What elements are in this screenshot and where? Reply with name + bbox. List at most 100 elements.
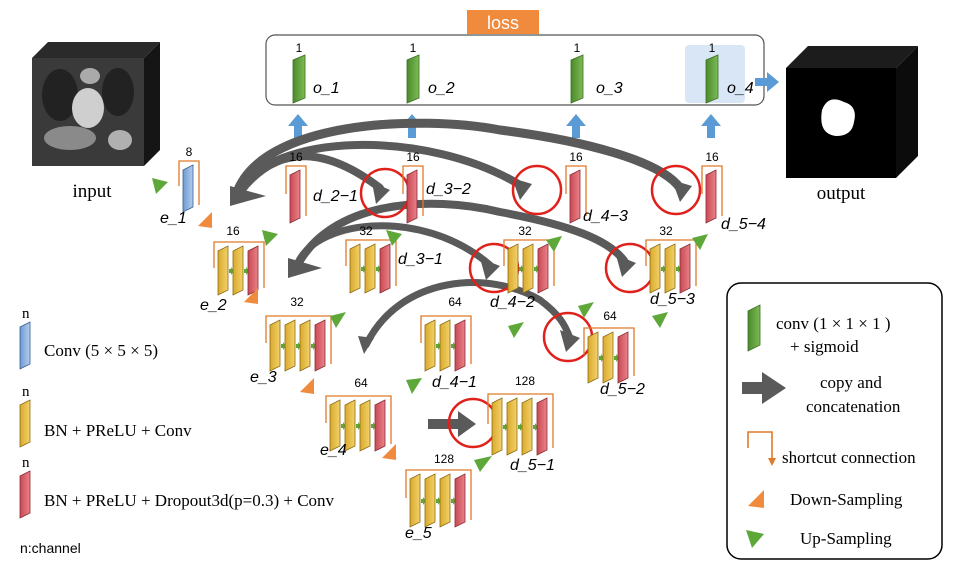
shortcut-connection-d51 [487,393,554,448]
node-labels: 8 e_1 16 e_2 32 e_3 64 e_4 128 e_5 16 d_… [160,145,766,542]
legend-n-1: n [22,306,30,322]
d42-label: d_4−2 [490,294,535,311]
copy-concat-arrows [231,118,685,349]
up-sampling-icon [386,230,402,246]
block-stack-d32 [402,165,424,224]
o1-label: o_1 [313,80,340,97]
d51-channels: 128 [515,374,535,388]
layer-block-e3-3 [314,319,326,372]
layer-block-d52-1 [602,331,614,384]
right-legend: conv (1 × 1 × 1 ) + sigmoid copy and con… [726,282,943,560]
layer-block-e5-1 [424,473,436,528]
flow-arrow-d52-1 [614,354,619,362]
flow-arrow-e4-0 [341,422,346,430]
highlight-d54 [650,164,702,216]
d52-channels: 64 [603,309,617,323]
layer-block-e1-0 [182,164,194,213]
layer-block-e4-0 [329,399,341,452]
block-stack-e2 [213,241,265,296]
layer-block-d42-2 [537,243,549,294]
legend-shortcut-icon [747,431,773,462]
o3-channels: 1 [574,41,581,55]
layer-block-e5-3 [454,473,466,528]
e1-channels: 8 [186,145,193,159]
legend-n-2: n [22,384,30,400]
legend-green-icon [747,304,761,352]
shortcut-connection-d21 [285,165,307,216]
d53-label: d_5−3 [650,291,695,308]
layer-block-d42-1 [522,243,534,294]
output-o1: 1 o_1 [292,41,340,104]
shortcut-connection-d41 [420,315,472,364]
legend-copy-line2: concatenation [806,397,901,416]
block-stack-d41 [420,315,472,372]
output-cube: output [786,46,918,204]
flow-arrow-d42-0 [519,265,524,273]
shortcut-connection-e4 [325,395,392,444]
shortcut-connection-e2 [213,241,265,288]
shortcut-connection-d42 [503,239,555,286]
flow-arrow-e3-1 [296,342,301,350]
d41-channels: 64 [448,295,462,309]
output-label: output [817,183,866,204]
flow-arrow-d51-0 [503,423,508,431]
legend-conv: Conv (5 × 5 × 5) [44,341,158,360]
e1-label: e_1 [160,210,187,227]
d21-channels: 16 [289,150,303,164]
layer-block-e5-2 [439,473,451,528]
shortcut-connection-d54 [701,165,723,216]
loss-label: loss [487,13,519,33]
o3-label: o_3 [596,80,623,97]
d54-label: d_5−4 [721,216,766,233]
block-stack-d53 [645,239,697,294]
down-sampling-icon [244,288,258,304]
down-sampling-icon [198,212,212,228]
block-stack-e3 [265,315,332,372]
d51-label: d_5−1 [510,457,555,474]
layer-block-d51-1 [506,397,518,456]
layer-block-d53-0 [649,243,661,294]
layer-block-e4-3 [374,399,386,452]
legend-conv1-line1: conv (1 × 1 × 1 ) [776,314,891,333]
layer-block-d54-0 [705,169,717,224]
d32-label: d_3−2 [426,181,471,198]
e2-label: e_2 [200,297,227,314]
layer-block-e3-1 [284,319,296,372]
flow-arrow-e4-1 [356,422,361,430]
block-stack-d54 [701,165,723,224]
layer-block-e3-2 [299,319,311,372]
legend-channel-note: n:channel [20,540,81,556]
flow-arrow-d51-2 [533,423,538,431]
output-o2: 1 o_2 [406,41,455,104]
legend-n-3: n [22,455,30,471]
legend-down: Down-Sampling [790,490,903,509]
left-legend: n Conv (5 × 5 × 5) n BN + PReLU + Conv n… [19,306,335,556]
copy-concat-arrowheads [230,178,692,437]
d53-channels: 32 [659,224,673,238]
d43-label: d_4−3 [583,208,628,225]
layer-block-d41-0 [424,319,436,372]
shortcut-connection-e5 [405,469,472,520]
up-sampling-icon [262,230,278,246]
d41-label: d_4−1 [432,374,477,391]
e3-label: e_3 [250,369,277,386]
up-sampling-icon [578,302,594,318]
layer-block-d31-0 [349,243,361,294]
layer-block-d51-3 [536,397,548,456]
layer-block-e5-0 [409,473,421,528]
layer-block-d21-0 [289,169,301,224]
flow-arrow-e3-2 [311,342,316,350]
legend-bn-dropout: BN + PReLU + Dropout3d(p=0.3) + Conv [44,491,335,510]
block-stack-d51 [487,393,554,456]
block-stack-e1 [178,160,200,213]
sampling-markers [152,178,708,472]
layer-block-e2-2 [247,245,259,296]
flow-arrow-d51-1 [518,423,523,431]
right-arrow-output [755,72,779,92]
layer-block-d53-1 [664,243,676,294]
d42-channels: 32 [518,224,532,238]
flow-arrow-e5-0 [421,497,426,505]
o2-channels: 1 [410,41,417,55]
flow-arrow-e4-2 [371,422,376,430]
flow-arrow-e5-2 [451,497,456,505]
